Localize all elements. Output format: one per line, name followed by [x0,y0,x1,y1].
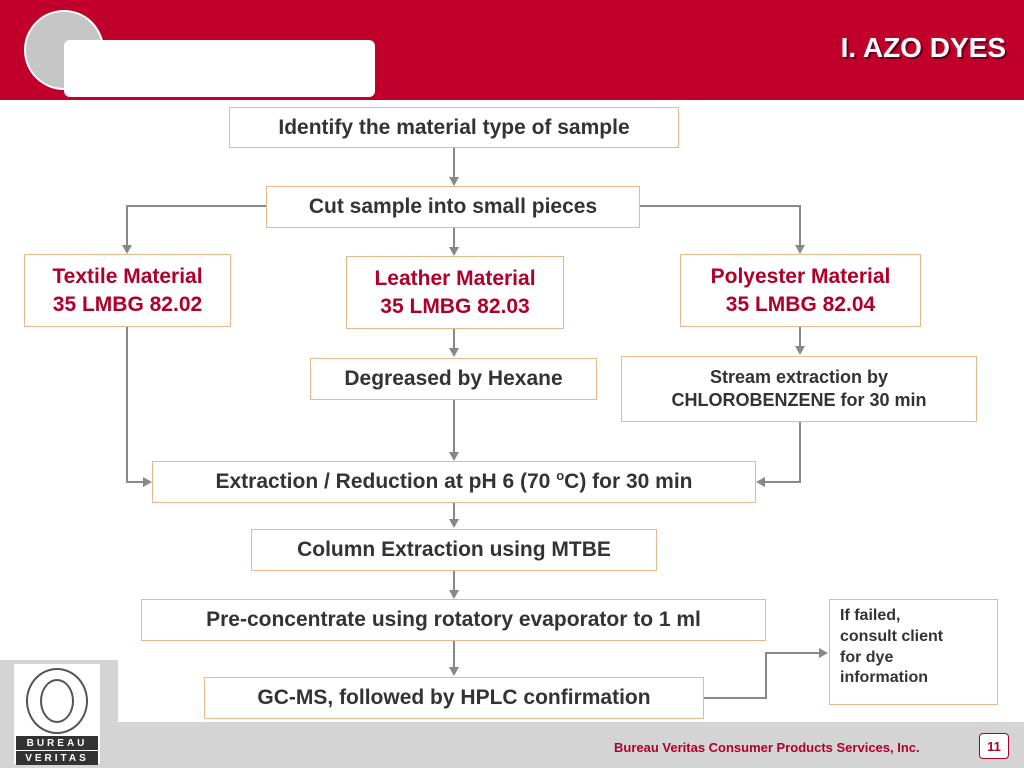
connector-note-right [765,652,820,654]
arrow-stream-to-extraction [756,477,765,487]
arrow-to-preconcentrate [449,590,459,599]
connector-degrease-extraction [453,400,455,452]
arrow-to-cut [449,177,459,186]
arrow-to-polyester [795,245,805,254]
header-decoration-bar [64,40,375,97]
footer-bar [0,722,1024,768]
arrow-to-column [449,519,459,528]
connector-textile-down [126,327,128,482]
connector-gcms-right [704,697,766,699]
arrow-to-leather [449,247,459,256]
step-extraction-reduction: Extraction / Reduction at pH 6 (70 oC) f… [152,461,756,503]
step-preconcentrate: Pre-concentrate using rotatory evaporato… [141,599,766,641]
arrow-textile-to-extraction [143,477,152,487]
page-number: 11 [979,733,1009,759]
arrow-to-textile [122,245,132,254]
slide-title: I. AZO DYES [840,32,1006,63]
note-if-failed: If failed, consult client for dye inform… [829,599,998,705]
connector-preconcentrate-gcms [453,641,455,668]
connector-right-down [799,205,801,245]
step-degrease-hexane: Degreased by Hexane [310,358,597,400]
connector-cut-left [126,205,266,207]
logo-seal-icon [26,668,88,734]
step-column-extraction: Column Extraction using MTBE [251,529,657,571]
connector-stream-down [799,422,801,482]
arrow-to-stream [795,346,805,355]
step-identify-material: Identify the material type of sample [229,107,679,148]
connector-cut-leather [453,228,455,248]
arrow-to-note [819,648,828,658]
connector-identify-cut [453,148,455,178]
connector-extraction-column [453,503,455,520]
arrow-to-degrease [449,348,459,357]
footer-company-name: Bureau Veritas Consumer Products Service… [614,740,920,755]
step-gcms-hplc: GC-MS, followed by HPLC confirmation [204,677,704,719]
connector-textile-extraction [126,481,144,483]
arrow-to-gcms [449,667,459,676]
logo-word-top: BUREAU [16,736,98,750]
connector-cut-right [640,205,800,207]
step-cut-sample: Cut sample into small pieces [266,186,640,228]
connector-column-preconcentrate [453,571,455,591]
connector-note-up [765,652,767,699]
arrow-to-extraction [449,452,459,461]
connector-polyester-stream [799,327,801,347]
connector-stream-extraction [764,481,801,483]
logo-word-bottom: VERITAS [16,751,98,765]
connector-left-down [126,205,128,245]
connector-leather-degrease [453,329,455,349]
